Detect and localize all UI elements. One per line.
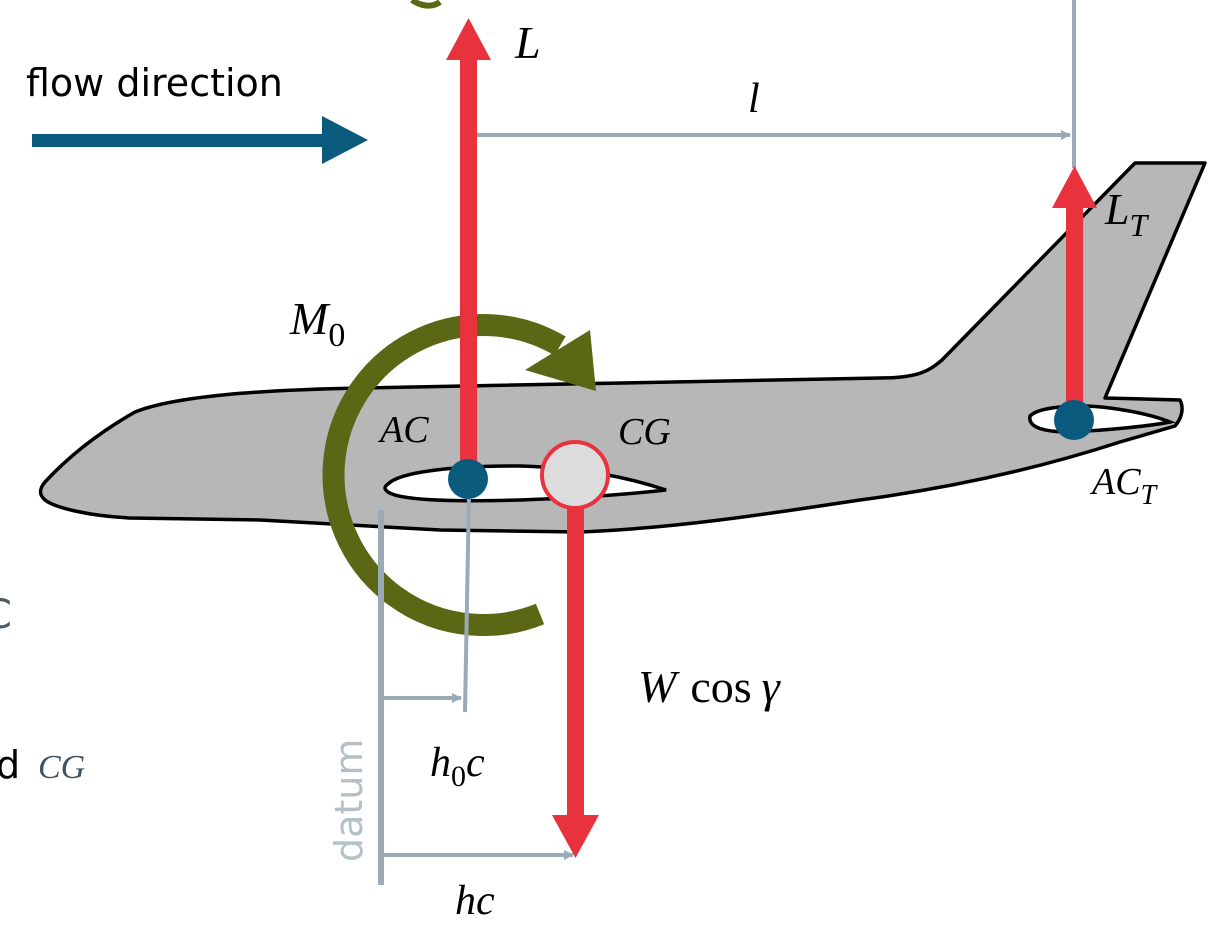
tail-lift-arrow-head (1052, 166, 1097, 208)
center-of-gravity-label: CG (618, 411, 671, 453)
lift-arrow-head (446, 18, 491, 60)
center-of-gravity-point (540, 440, 610, 510)
clipped-left-d: d (0, 743, 20, 787)
aerodynamic-center-label: AC (377, 409, 429, 451)
tail-aerodynamic-center-point (1054, 400, 1094, 440)
top-clipped-fragment (410, 0, 442, 9)
tail-arm-label: l (748, 76, 760, 122)
flow-arrow-shaft (32, 134, 328, 147)
tail-ac-label: ACT (1089, 461, 1159, 511)
flow-direction-label: flow direction (26, 61, 283, 105)
lift-arrow-shaft (460, 52, 477, 475)
tail-lift-label: LT (1104, 185, 1149, 243)
lift-label: L (514, 17, 541, 68)
clipped-left-cg: CG (38, 749, 85, 786)
moment-arrow-head (525, 330, 596, 391)
moment-label: M0 (289, 293, 345, 354)
ac-reference-line (463, 491, 471, 713)
weight-arrow-head (552, 815, 599, 858)
clipped-left-letter: C (0, 592, 12, 638)
h0c-label: h0c (430, 740, 485, 793)
datum-label: datum (327, 739, 371, 862)
weight-arrow-shaft (567, 500, 584, 825)
hc-label: hc (455, 878, 495, 924)
flow-arrow-head (322, 116, 368, 164)
aerodynamic-center-point (448, 459, 488, 499)
tail-lift-arrow-shaft (1066, 200, 1083, 418)
